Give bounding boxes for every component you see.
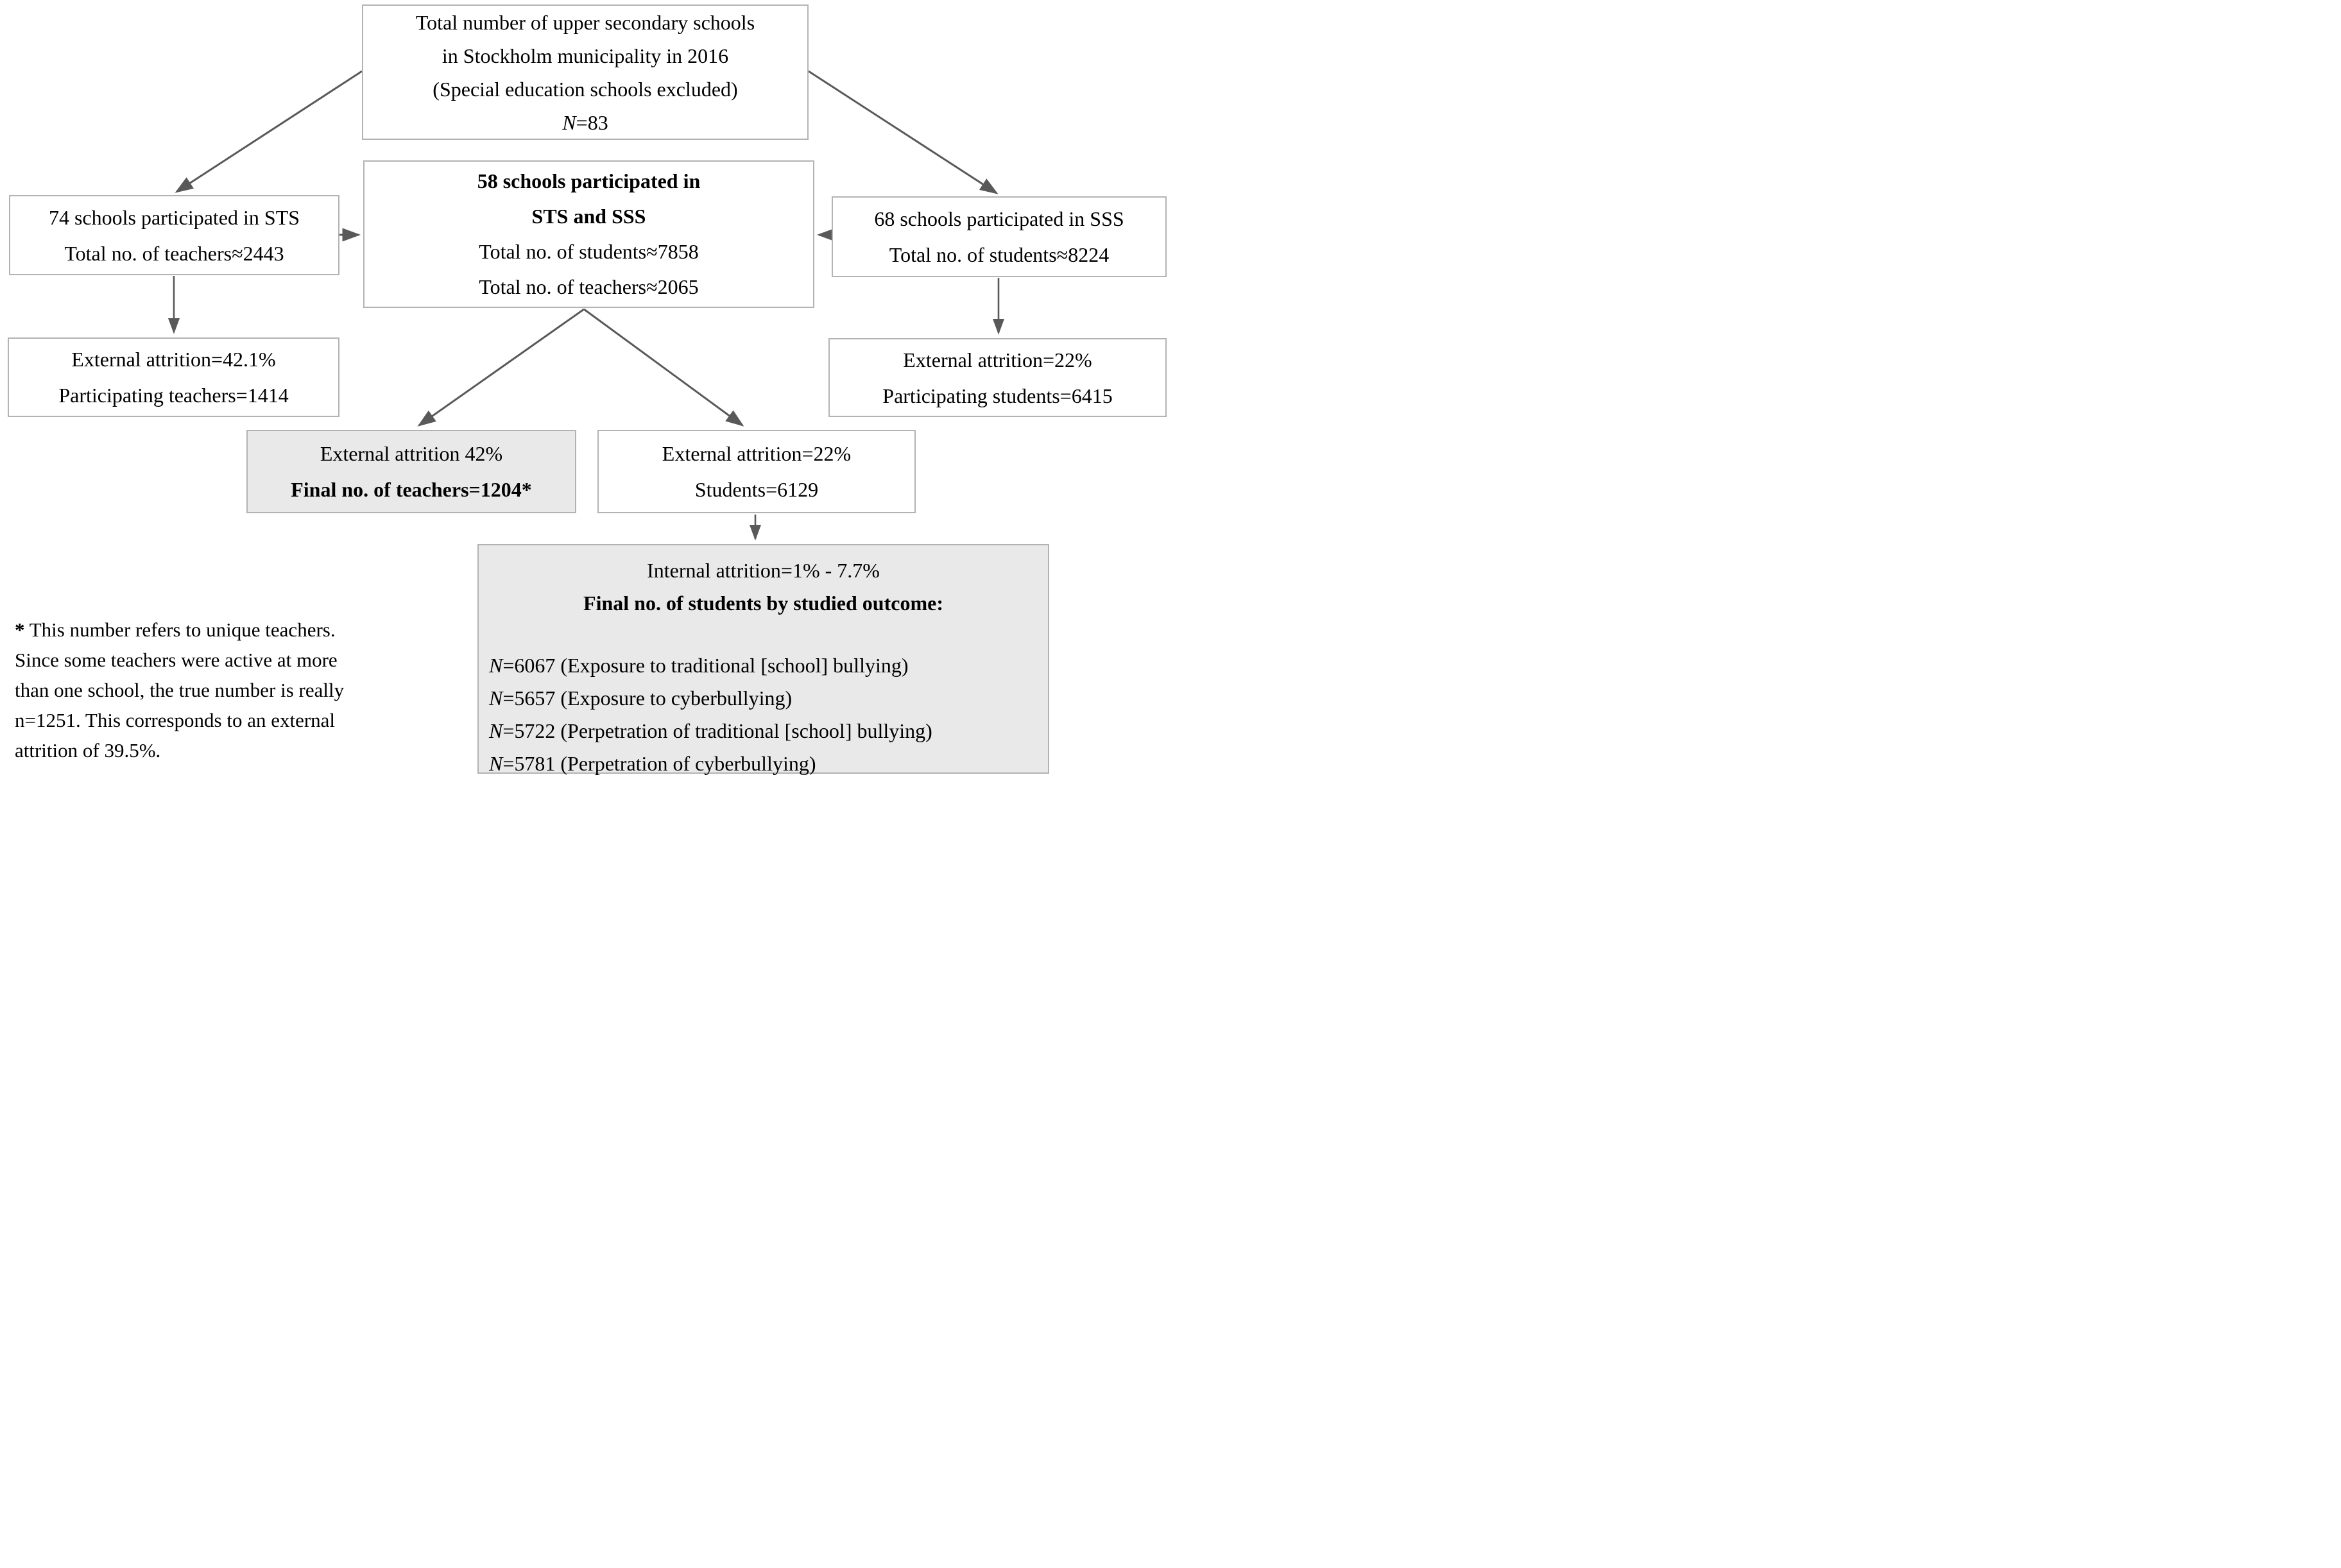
box-sss-participation: 68 schools participated in SSS Total no.… — [832, 196, 1167, 277]
box-sts-attrition: External attrition=42.1% Participating t… — [8, 337, 339, 417]
attrition-flow-diagram: Total number of upper secondary schools … — [0, 0, 1170, 784]
outcome-item-3: N=5722 (Perpetration of traditional [sch… — [489, 715, 1048, 747]
box-both-surveys: 58 schools participated in STS and SSS T… — [363, 160, 814, 308]
total-line-2: in Stockholm municipality in 2016 — [442, 44, 729, 67]
n-symbol: N — [489, 752, 503, 775]
sts-line-2: Total no. of teachers≈2443 — [64, 241, 284, 265]
outcome-text: =5781 (Perpetration of cyberbullying) — [502, 752, 816, 775]
box-final-students-outcomes: Internal attrition=1% - 7.7% Final no. o… — [477, 544, 1049, 775]
outcome-text: =6067 (Exposure to traditional [school] … — [502, 654, 909, 677]
box-students-attrition: External attrition=22% Students=6129 — [597, 430, 916, 513]
final-teachers-line-1: External attrition 42% — [320, 442, 503, 465]
footnote-asterisk: * — [15, 618, 25, 641]
outcome-text: =5657 (Exposure to cyberbullying) — [502, 686, 793, 710]
total-line-1: Total number of upper secondary schools — [415, 10, 755, 34]
final-teachers-line-2: Final no. of teachers=1204* — [291, 478, 532, 501]
n-symbol: N — [489, 686, 503, 710]
arrow-both-to-students — [583, 308, 744, 427]
sts-attrition-line-2: Participating teachers=1414 — [58, 384, 289, 407]
both-line-2: STS and SSS — [531, 205, 646, 228]
box-total-schools: Total number of upper secondary schools … — [362, 4, 809, 140]
box-final-teachers: External attrition 42% Final no. of teac… — [246, 430, 576, 513]
students-line-2: Students=6129 — [694, 478, 819, 501]
both-line-3: Total no. of students≈7858 — [479, 240, 699, 263]
both-line-4: Total no. of teachers≈2065 — [479, 275, 699, 298]
arrow-both-to-teachers — [417, 308, 585, 427]
n-symbol: N — [489, 654, 503, 677]
outcomes-list: N=6067 (Exposure to traditional [school]… — [479, 649, 1048, 780]
footnote: * This number refers to unique teachers.… — [15, 615, 451, 765]
total-line-3: (Special education schools excluded) — [433, 77, 738, 101]
total-n-line: N=83 — [363, 106, 807, 139]
box-sss-attrition: External attrition=22% Participating stu… — [828, 338, 1167, 417]
sss-attrition-line-1: External attrition=22% — [903, 348, 1092, 371]
outcome-item-2: N=5657 (Exposure to cyberbullying) — [489, 682, 1048, 715]
n-value: =83 — [576, 110, 608, 134]
sts-attrition-line-1: External attrition=42.1% — [71, 348, 276, 371]
outcome-item-4: N=5781 (Perpetration of cyberbullying) — [489, 747, 1048, 780]
sss-line-2: Total no. of students≈8224 — [889, 243, 1110, 266]
n-symbol: N — [489, 719, 503, 742]
outcomes-line-1: Internal attrition=1% - 7.7% — [647, 559, 880, 582]
sss-attrition-line-2: Participating students=6415 — [882, 384, 1113, 407]
n-symbol: N — [562, 110, 576, 134]
outcome-item-1: N=6067 (Exposure to traditional [school]… — [489, 649, 1048, 682]
outcome-text: =5722 (Perpetration of traditional [scho… — [502, 719, 932, 742]
box-sts-participation: 74 schools participated in STS Total no.… — [9, 195, 339, 275]
outcomes-line-2: Final no. of students by studied outcome… — [583, 592, 943, 615]
arrow-total-to-sts — [175, 70, 363, 193]
sts-line-1: 74 schools participated in STS — [48, 205, 300, 229]
sss-line-1: 68 schools participated in SSS — [874, 207, 1124, 230]
both-line-1: 58 schools participated in — [477, 169, 701, 192]
footnote-text: This number refers to unique teachers. S… — [15, 618, 345, 762]
students-line-1: External attrition=22% — [662, 442, 852, 465]
arrow-total-to-sss — [808, 70, 999, 194]
